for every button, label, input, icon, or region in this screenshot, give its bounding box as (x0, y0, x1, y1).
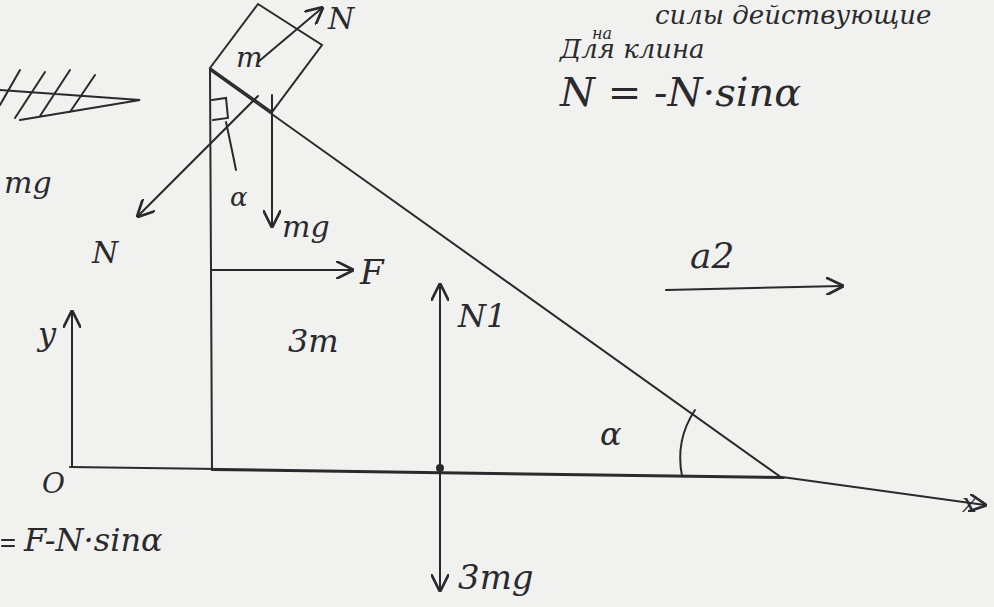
note-text: Для клина (560, 36, 705, 62)
vector-label: a2 (690, 238, 734, 274)
axis-label: x (962, 490, 977, 516)
acceleration-arrow (666, 286, 842, 290)
force-label: F (360, 255, 384, 289)
normal-force-arrow (258, 8, 322, 62)
angle-arc (680, 410, 695, 476)
right-angle-mark (212, 98, 228, 120)
origin-label: O (42, 470, 65, 498)
gravity-arrow (439, 470, 441, 590)
point (437, 465, 443, 471)
note-text: силы действующие (655, 2, 931, 28)
reaction-force-arrow (138, 96, 258, 216)
equation: N = -N·sinα (560, 72, 801, 112)
wedge (210, 70, 782, 478)
force-label: 3mg (458, 560, 534, 594)
x-axis (70, 467, 985, 505)
force-label: mg (282, 212, 330, 242)
angle-label: α (600, 418, 622, 450)
angle-mark (226, 122, 236, 170)
force-label: mg (4, 168, 52, 198)
block (210, 4, 322, 112)
normal-force-arrow (439, 285, 441, 466)
angle-label: α (230, 184, 248, 210)
force-label: N (92, 238, 118, 268)
scribble (2, 540, 14, 546)
force-label: N (328, 4, 354, 34)
force-arrow (212, 269, 352, 271)
mass-label: 3m (288, 325, 339, 357)
equation: F-N·sinα (24, 524, 163, 556)
partial-sketch (0, 70, 140, 120)
axis-label: y (38, 318, 56, 350)
gravity-arrow (271, 95, 273, 226)
y-axis (71, 312, 73, 467)
mass-label: m (236, 44, 263, 72)
force-label: N1 (458, 300, 506, 332)
